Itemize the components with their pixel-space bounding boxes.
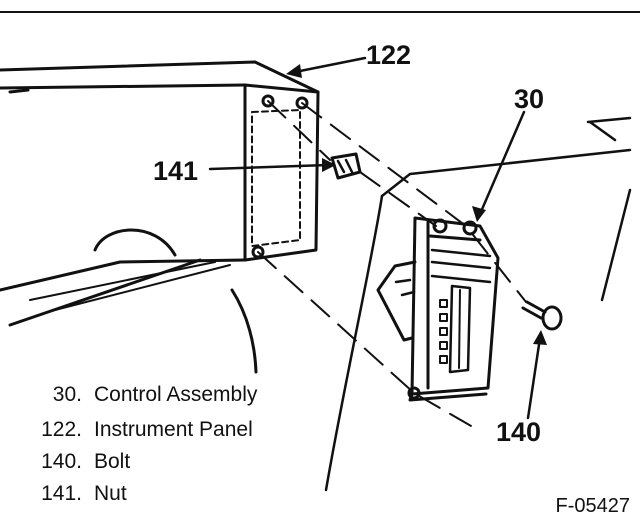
legend-item-30-label: Control Assembly	[94, 383, 258, 406]
legend-item-140-label: Bolt	[94, 450, 130, 473]
leader-30	[478, 110, 526, 216]
legend-item-30-number: 30.	[53, 383, 82, 406]
legend-item-122-label: Instrument Panel	[94, 418, 253, 441]
legend-item-122-number: 122.	[41, 418, 82, 441]
callout-122: 122	[366, 40, 411, 70]
legend-item-141-number: 141.	[41, 482, 82, 505]
nut-drawing	[330, 152, 362, 180]
leader-122	[293, 56, 367, 74]
legend: 30. Control Assembly 122. Instrument Pan…	[41, 383, 258, 505]
callout-30: 30	[514, 84, 544, 114]
figure-id: F-05427	[556, 495, 631, 517]
instrument-panel-drawing	[0, 60, 320, 374]
legend-item-141-label: Nut	[94, 482, 127, 505]
control-assembly-drawing	[376, 216, 500, 402]
leader-arrows	[208, 56, 547, 420]
leader-140	[526, 336, 542, 420]
dash-opening-outline	[324, 116, 632, 492]
alignment-lines	[257, 100, 527, 431]
bolt-drawing	[521, 300, 563, 331]
callout-141: 141	[153, 156, 198, 186]
legend-item-140-number: 140.	[41, 450, 82, 473]
callout-140: 140	[496, 417, 541, 447]
leader-141	[208, 163, 330, 171]
